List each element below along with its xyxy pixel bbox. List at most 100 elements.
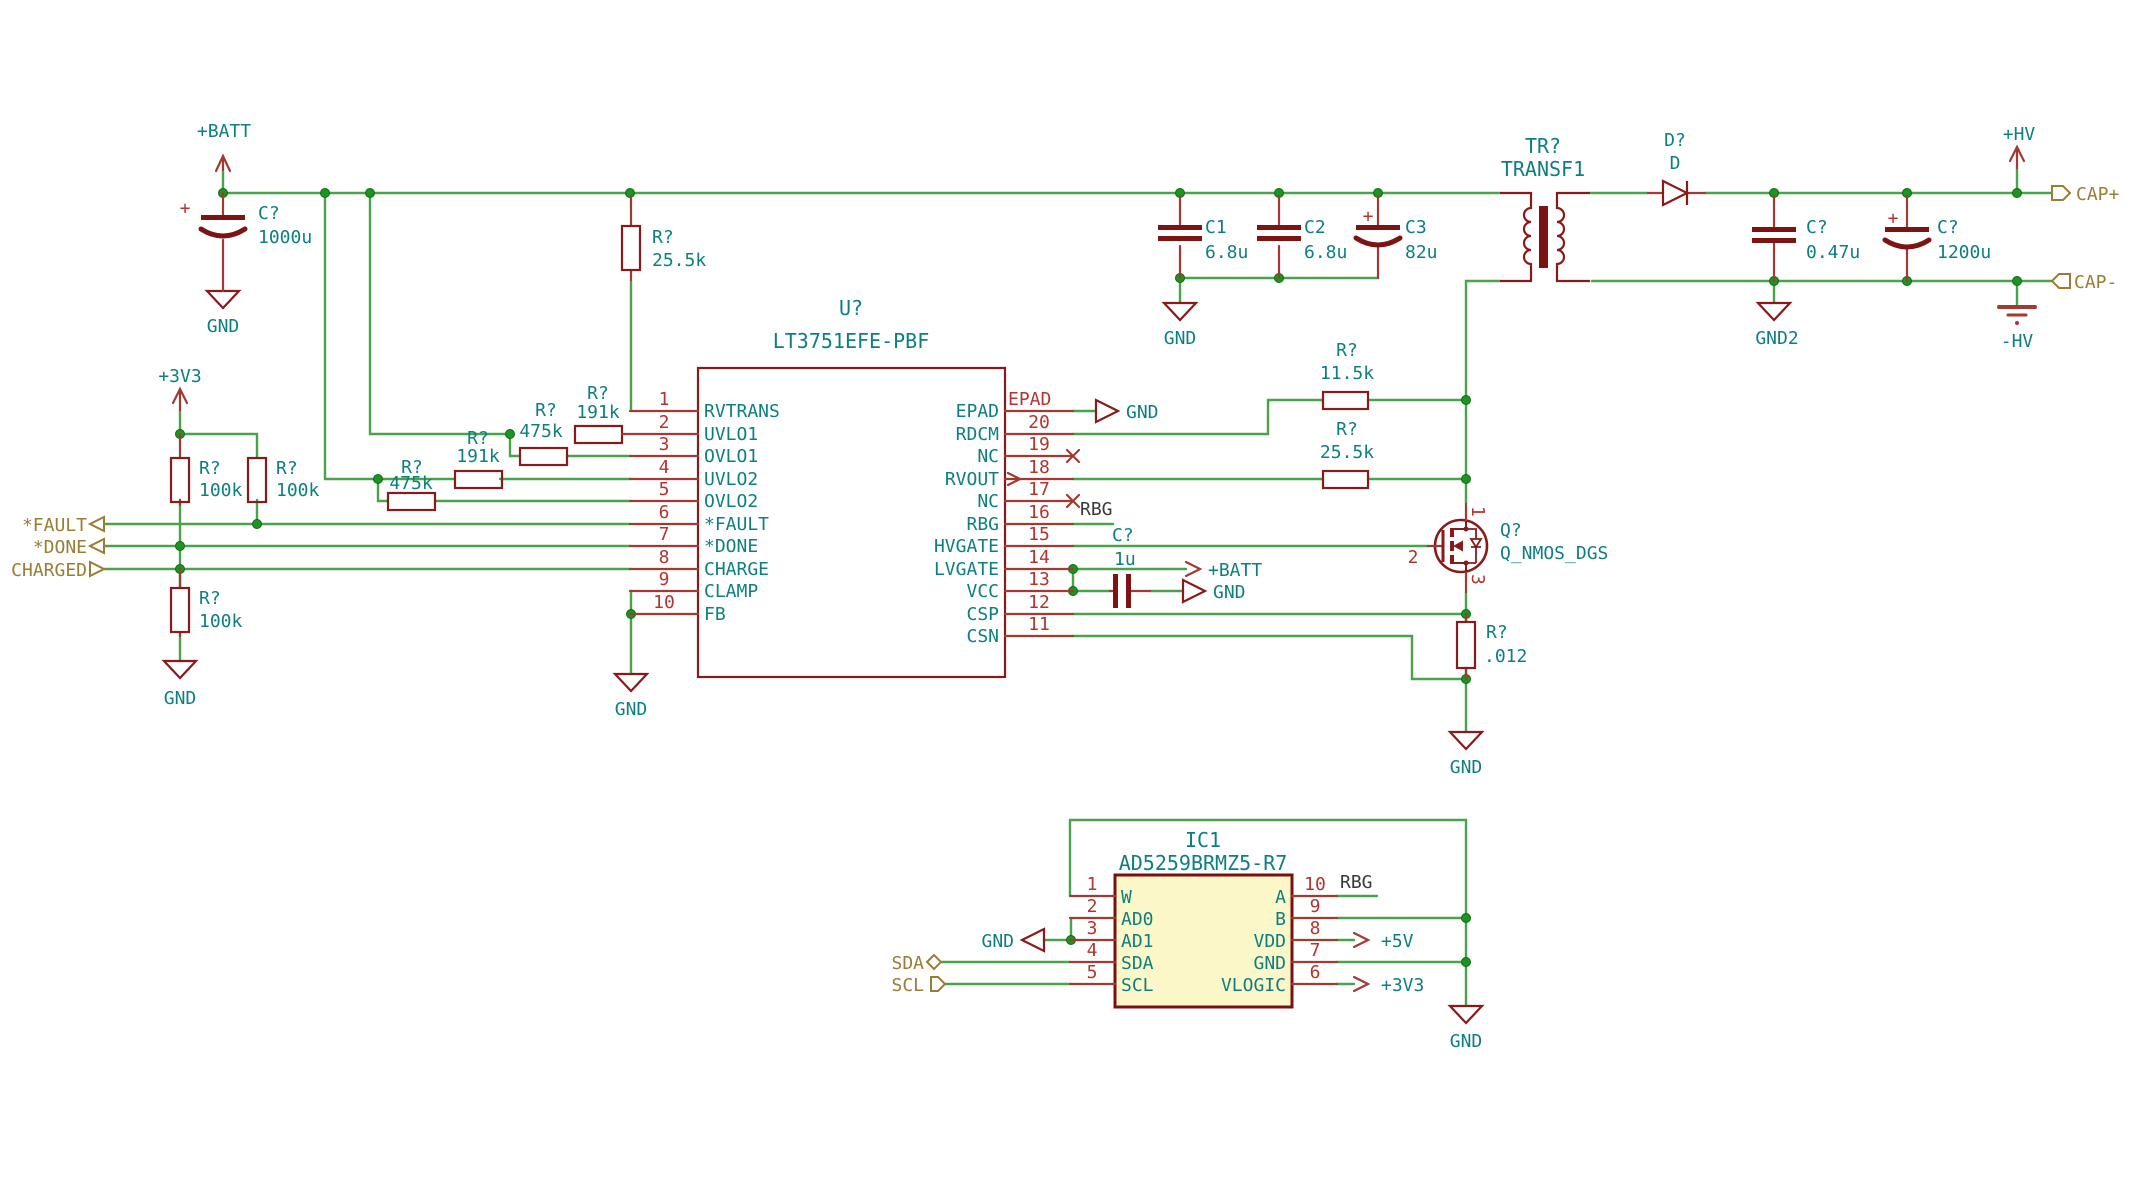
power-flag-batt-mid[interactable]: +BATT <box>1184 560 1262 581</box>
transformer-tr1[interactable]: TR? TRANSF1 <box>1500 134 1590 283</box>
pin-number: 10 <box>653 592 675 613</box>
gnd-symbol-ic1[interactable]: GND <box>1447 1004 1485 1052</box>
wires[interactable] <box>102 166 2054 1008</box>
value: D <box>1670 153 1681 174</box>
pin-number: 2 <box>1087 896 1098 917</box>
net-flag-fault[interactable]: *FAULT <box>22 515 105 536</box>
resistor-r-charged[interactable]: R? 100k <box>169 567 243 638</box>
net-label-rbg-u[interactable]: RBG <box>1080 499 1113 520</box>
pin-number: 4 <box>1087 940 1098 961</box>
gnd-symbol-fb[interactable]: GND <box>612 672 650 720</box>
power-symbol-hv-neg[interactable]: -HV <box>1997 305 2037 352</box>
capacitor-c-hv-film[interactable]: C? 0.47u <box>1752 194 1860 283</box>
ref: U? <box>839 296 863 320</box>
resistor-r-top[interactable]: R? 25.5k <box>620 194 706 282</box>
gnd2-symbol[interactable]: GND2 <box>1755 301 1799 349</box>
pin-name: *DONE <box>704 536 758 557</box>
plus-sign: + <box>1888 208 1899 229</box>
capacitor-c-hv-bulk[interactable]: + C? 1200u <box>1882 194 1991 283</box>
ref: R? <box>1336 419 1358 440</box>
resistor-r-pullup-b[interactable]: R? 100k <box>246 456 320 504</box>
net-label-rbg-ic1[interactable]: RBG <box>1340 872 1373 893</box>
sda-label: SDA <box>891 953 924 974</box>
resistor-r-ovlo2[interactable]: R? 475k <box>386 457 437 512</box>
pin-number: 1 <box>659 389 670 410</box>
capacitor-c3[interactable]: + C3 82u <box>1353 194 1438 280</box>
ref: R? <box>1486 622 1508 643</box>
pin-name: OVLO2 <box>704 491 758 512</box>
capacitor-c2[interactable]: C2 6.8u <box>1257 194 1347 280</box>
ic-lt3751[interactable]: U? LT3751EFE-PBF 1 2 3 4 5 6 7 8 9 10 RV… <box>620 296 1081 679</box>
ref: C2 <box>1304 217 1326 238</box>
value: 6.8u <box>1304 242 1347 263</box>
resistor-r-ovlo1[interactable]: R? 475k <box>518 400 569 467</box>
net-flag-charged[interactable]: CHARGED <box>11 560 107 581</box>
pin-number: 2 <box>659 412 670 433</box>
v3-label: +3V3 <box>1381 975 1424 996</box>
fault-label: *FAULT <box>22 515 87 536</box>
mosfet-q1[interactable]: 1 2 3 Q? Q_NMOS_DGS <box>1408 502 1609 594</box>
pin-number: 19 <box>1028 434 1050 455</box>
net-flag-sda[interactable]: SDA <box>891 953 943 974</box>
value: LT3751EFE-PBF <box>773 329 930 353</box>
pin-name: A <box>1275 887 1286 908</box>
gnd-symbol-caps[interactable]: GND <box>1161 301 1199 349</box>
value: 191k <box>576 402 620 423</box>
capacitor-c1[interactable]: C1 6.8u <box>1158 194 1248 280</box>
diode-d1[interactable]: D? D <box>1646 130 1707 207</box>
net-flag-done[interactable]: *DONE <box>33 537 105 558</box>
epad-pin-label: EPAD <box>1008 389 1051 410</box>
batt-label: +BATT <box>1208 560 1262 581</box>
value: 100k <box>199 480 243 501</box>
power-flag-3v3-ic1[interactable]: +3V3 <box>1352 975 1424 996</box>
batt-label: +BATT <box>197 121 251 142</box>
gnd-label: GND <box>1126 402 1159 423</box>
pin-name: FB <box>704 604 726 625</box>
capacitor-c-batt[interactable]: + C? 1000u <box>180 191 313 293</box>
v5-label: +5V <box>1381 931 1414 952</box>
gnd-symbol-ad1[interactable]: GND <box>981 927 1046 953</box>
power-flag-batt-top[interactable]: +BATT <box>197 121 251 173</box>
gnd-symbol-vcc[interactable]: GND <box>1181 578 1246 604</box>
pin-name: UVLO1 <box>704 424 758 445</box>
resistor-r-uvlo1[interactable]: R? 191k <box>573 383 624 445</box>
power-flag-hv-pos[interactable]: +HV <box>2003 124 2036 170</box>
gnd-symbol-epad[interactable]: GND <box>1094 398 1159 424</box>
resistor-r-rdcm[interactable]: R? 11.5k <box>1320 340 1374 411</box>
ref: Q? <box>1500 520 1522 541</box>
ic-ad5259[interactable]: IC1 AD5259BRMZ5-R7 1 2 3 4 5 W AD0 AD1 S… <box>1068 828 1339 1009</box>
resistor-r-pullup-a[interactable]: R? 100k <box>169 432 243 507</box>
pin-number: 10 <box>1304 874 1326 895</box>
resistor-r-sense[interactable]: R? .012 <box>1455 612 1527 681</box>
net-flag-cap-plus[interactable]: CAP+ <box>2051 184 2120 205</box>
power-flag-3v3[interactable]: +3V3 <box>158 366 202 412</box>
rvout-arrow <box>1006 471 1023 487</box>
value: 1000u <box>258 227 312 248</box>
gnd-label: GND <box>981 931 1014 952</box>
pin-name: OVLO1 <box>704 446 758 467</box>
pin-number: 13 <box>1028 569 1050 590</box>
done-label: *DONE <box>33 537 87 558</box>
power-flag-5v[interactable]: +5V <box>1352 931 1414 952</box>
pin-name: NC <box>977 491 999 512</box>
gnd-label: GND <box>207 316 240 337</box>
pin-name: CHARGE <box>704 559 769 580</box>
ref: C3 <box>1405 217 1427 238</box>
pin-number: 9 <box>659 569 670 590</box>
capacitor-c-vcc[interactable]: C? 1u <box>1108 525 1152 608</box>
gnd-symbol-sense[interactable]: GND <box>1447 730 1485 778</box>
resistor-r-rvout[interactable]: R? 25.5k <box>1320 419 1374 490</box>
net-flag-scl[interactable]: SCL <box>891 975 947 996</box>
pin-name: B <box>1275 909 1286 930</box>
gnd-symbol-pullups[interactable]: GND <box>161 659 199 709</box>
resistor-r-uvlo2[interactable]: R? 191k <box>453 428 504 490</box>
ref: IC1 <box>1185 828 1221 852</box>
pin-number: 18 <box>1028 457 1050 478</box>
gnd-symbol-input-cap[interactable]: GND <box>204 289 242 337</box>
net-flag-cap-minus[interactable]: CAP- <box>2050 272 2117 293</box>
pin-name: W <box>1121 887 1132 908</box>
pin-name: VLOGIC <box>1221 975 1286 996</box>
gnd-label: GND <box>1213 582 1246 603</box>
